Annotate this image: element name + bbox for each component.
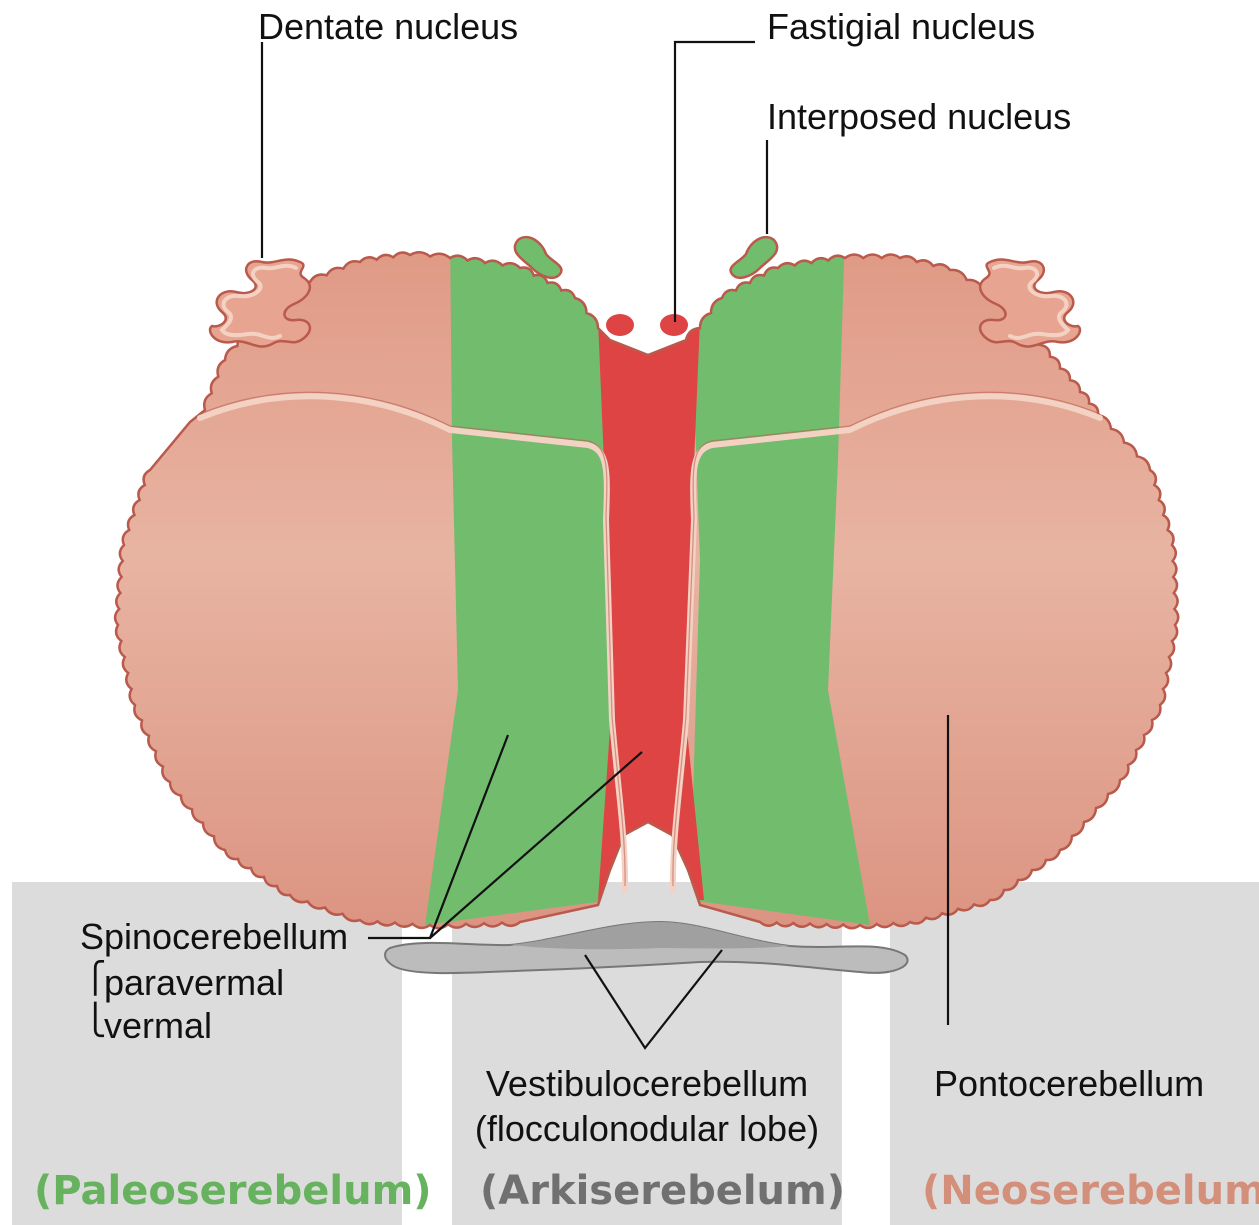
- dentate-nucleus-right: [980, 259, 1080, 346]
- vestibulocerebellum-label: Vestibulocerebellum: [452, 1063, 842, 1105]
- paleo-tag: (Paleoserebelum): [34, 1168, 432, 1214]
- fastigial-nucleus-left: [606, 314, 634, 336]
- dentate-nucleus-label: Dentate nucleus: [258, 6, 518, 48]
- dentate-nucleus-left: [210, 259, 310, 346]
- fastigial-nucleus-label: Fastigial nucleus: [767, 6, 1035, 48]
- flocculonodular-label: (flocculonodular lobe): [452, 1108, 842, 1150]
- pontocerebellum-label: Pontocerebellum: [934, 1063, 1204, 1105]
- fastigial-leader: [675, 42, 755, 322]
- spinocerebellum-label: Spinocerebellum: [80, 916, 348, 958]
- paravermal-label: paravermal: [104, 962, 284, 1004]
- neo-tag: (Neoserebelum): [922, 1168, 1259, 1214]
- interposed-nucleus-label: Interposed nucleus: [767, 96, 1071, 138]
- vermal-label: vermal: [104, 1005, 212, 1047]
- arki-tag: (Arkiserebelum): [480, 1168, 845, 1214]
